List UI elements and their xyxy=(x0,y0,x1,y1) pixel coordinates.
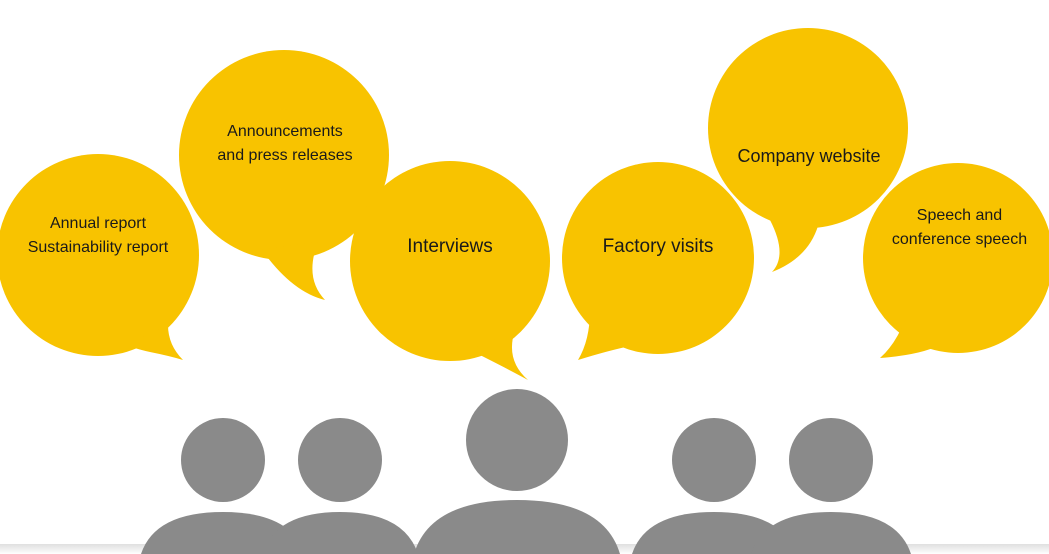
person-icon xyxy=(141,418,305,554)
person-icon xyxy=(262,418,418,554)
label-announcements: Announcements and press releases xyxy=(217,123,353,164)
label-company-website: Company website xyxy=(737,146,881,166)
person-icon xyxy=(414,389,620,554)
speech-bubble-factory-visits xyxy=(562,162,754,360)
audience xyxy=(141,389,911,554)
speech-bubble-speech xyxy=(863,163,1049,358)
label-annual-report: Annual report Sustainability report xyxy=(27,215,169,256)
label-interviews: Interviews xyxy=(407,236,493,257)
person-icon xyxy=(751,418,911,554)
speech-bubble-company-website xyxy=(708,28,908,272)
speech-bubble-annual-report xyxy=(0,154,199,360)
speech-bubble-interviews xyxy=(350,161,550,380)
person-icon xyxy=(632,418,796,554)
speech-bubble-announcements xyxy=(179,50,389,300)
label-speech: Speech and conference speech xyxy=(891,207,1028,248)
label-factory-visits: Factory visits xyxy=(602,236,714,257)
